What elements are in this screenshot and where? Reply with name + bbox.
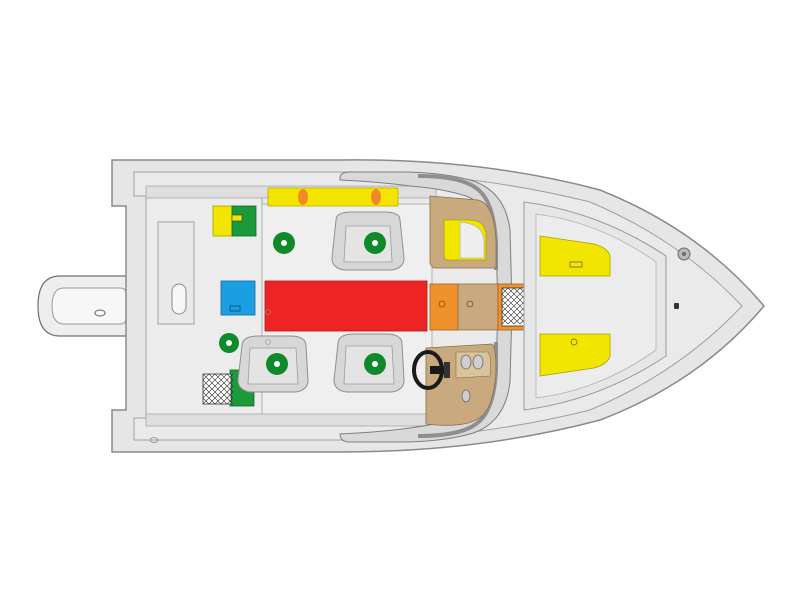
deck-light-2 [371,189,381,205]
rod-holder-5 [364,353,386,375]
walkthrough-drain [438,300,446,308]
rod-holder-2 [364,232,386,254]
walkthrough-orange [429,283,459,331]
rod-holder-1 [273,232,295,254]
storage-latch [231,214,243,222]
cooler-handle [229,305,241,312]
outboard-motor-icon [37,275,151,337]
steering-wheel-icon [412,350,450,390]
stern-drain-plug [149,437,159,443]
cleat-icon [677,247,691,261]
deck-drain [265,339,271,345]
glovebox-lid [459,221,485,259]
deck-light-1 [298,189,308,205]
stern-drain-slot [171,283,187,315]
livewell [264,280,428,332]
motor-top-panel [51,287,127,325]
walkthrough-tan [457,283,499,331]
walkthrough-drain-2 [466,300,474,308]
gauge-icon [460,354,484,403]
bow-light [674,303,679,309]
rod-holder-3 [219,333,239,353]
rod-holder-4 [266,353,288,375]
cargo-net-icon [202,373,234,405]
bow-hatch-starboard-latch [570,338,578,346]
motor-cap [94,309,106,317]
cooler-box [220,280,256,316]
starboard-side-rail [145,413,437,427]
windshield-outer [339,171,513,443]
bow-hatch-port [539,235,611,277]
deck-drain-2 [265,309,271,315]
stern-net-mesh [202,373,234,405]
bow-hatch-port-latch [569,261,583,268]
bow-hatch-starboard [539,333,611,377]
